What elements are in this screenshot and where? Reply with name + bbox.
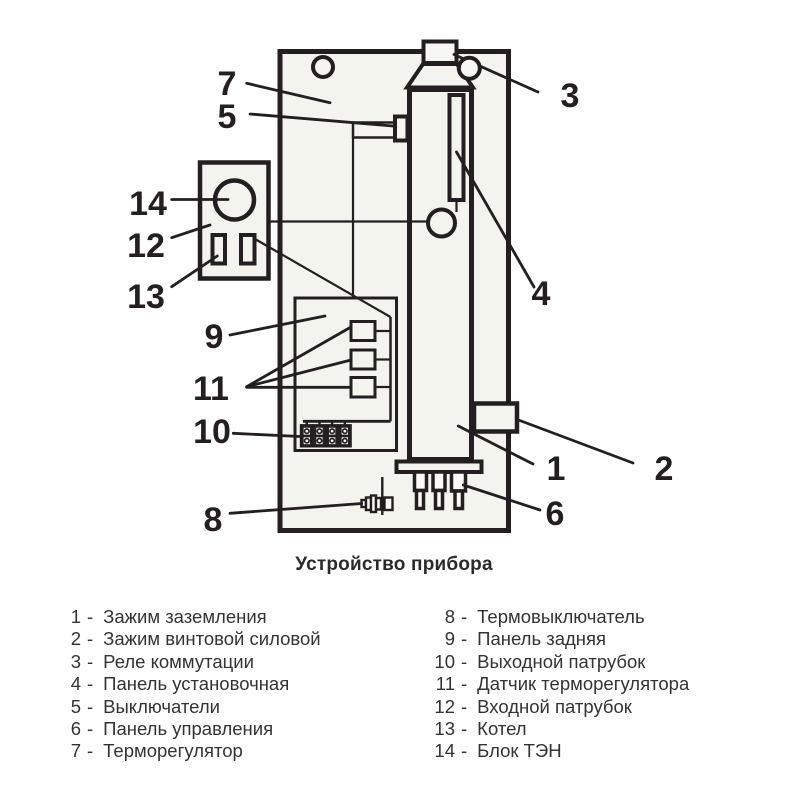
legend-column-right: 8-Термовыключатель 9-Панель задняя 10-Вы… — [410, 606, 689, 763]
callout-number-3: 3 — [561, 77, 580, 115]
switch-knob — [393, 114, 410, 143]
switch-slot-right — [239, 233, 257, 266]
device-diagram: 7 5 3 4 14 12 13 9 11 10 8 1 2 6 — [127, 39, 674, 539]
legend-item-6: 6-Панель управления — [36, 718, 321, 740]
legend-number: 7 — [70, 740, 81, 762]
legend-separator: - — [461, 673, 468, 695]
legend-item-13: 13-Котел — [410, 718, 689, 740]
legend-item-9: 9-Панель задняя — [410, 628, 689, 650]
clamp-block — [471, 401, 520, 434]
callout-number-9: 9 — [205, 318, 224, 356]
legend-part-name: Зажим винтовой силовой — [103, 628, 321, 650]
callout-line-1 — [456, 424, 535, 466]
legend-number: 3 — [70, 650, 81, 672]
callout-line-10 — [231, 431, 302, 438]
legend-separator: - — [87, 695, 94, 717]
control-wire-diagonal — [254, 238, 392, 318]
legend-item-8: 8-Термовыключатель — [410, 606, 689, 628]
terminal-block — [299, 421, 352, 448]
legend-separator: - — [461, 718, 468, 740]
legend-item-11: 11-Датчик терморегулятора — [410, 673, 689, 695]
callout-line-2 — [517, 418, 635, 465]
legend-number: 11 — [435, 673, 455, 695]
legend-separator: - — [87, 673, 94, 695]
legend-number: 4 — [70, 673, 81, 695]
outlet-cap — [421, 39, 459, 65]
callout-number-13: 13 — [127, 278, 165, 316]
legend-number: 13 — [434, 718, 455, 740]
legend-item-14: 14-Блок ТЭН — [410, 740, 689, 762]
callout-number-11: 11 — [193, 370, 229, 408]
callout-number-10: 10 — [193, 413, 231, 451]
legend-number: 10 — [434, 650, 455, 672]
legend-item-4: 4-Панель установочная — [36, 673, 321, 695]
thermal-switch-bolt — [360, 477, 394, 515]
callout-line-8 — [228, 502, 364, 515]
relay-circle — [456, 55, 482, 81]
legend-number: 14 — [434, 740, 455, 762]
mounting-hole — [311, 55, 335, 79]
legend-part-name: Панель задняя — [477, 628, 607, 650]
legend-separator: - — [461, 628, 468, 650]
legend-item-5: 5-Выключатели — [36, 696, 321, 718]
legend-number: 8 — [444, 606, 455, 627]
legend-part-name: Панель установочная — [103, 673, 290, 695]
legend-part-name: Терморегулятор — [103, 740, 243, 762]
legend-separator: - — [461, 695, 468, 717]
callout-line-11b — [245, 358, 353, 389]
legend-number: 1 — [70, 606, 81, 627]
legend-part-name: Реле коммутации — [103, 650, 254, 672]
callout-line-13 — [170, 254, 219, 289]
legend-item-1: 1-Зажим заземления — [36, 606, 321, 628]
switch-slot-left — [210, 233, 227, 266]
legend-separator: - — [87, 606, 94, 627]
callout-line-9 — [228, 314, 327, 337]
callout-line-4 — [455, 150, 536, 289]
legend-separator: - — [461, 650, 468, 672]
legend-separator: - — [87, 718, 94, 740]
callout-number-7: 7 — [218, 65, 237, 103]
legend-item-7: 7-Терморегулятор — [36, 740, 321, 762]
legend-part-name: Котел — [477, 718, 527, 740]
legend-part-name: Выходной патрубок — [477, 650, 646, 672]
legend-number: 12 — [434, 695, 455, 717]
diagram-title: Устройство прибора — [295, 554, 493, 575]
callout-number-8: 8 — [204, 501, 223, 539]
legend-separator: - — [87, 650, 94, 672]
legend-part-name: Термовыключатель — [477, 606, 645, 627]
legend-separator: - — [87, 628, 94, 650]
legend-item-12: 12-Входной патрубок — [410, 696, 689, 718]
heater-pins — [412, 470, 468, 511]
callout-line-11a — [245, 325, 353, 389]
legend-separator: - — [87, 740, 94, 762]
legend-part-name: Зажим заземления — [103, 606, 267, 627]
legend-number: 6 — [70, 718, 81, 740]
callout-number-5: 5 — [218, 98, 237, 136]
legend-part-name: Датчик терморегулятора — [477, 673, 690, 695]
legend-part-name: Панель управления — [103, 718, 274, 740]
legend-separator: - — [461, 740, 468, 762]
legend-number: 9 — [444, 628, 455, 650]
legend-item-2: 2-Зажим винтовой силовой — [36, 628, 321, 650]
callout-number-12: 12 — [127, 227, 165, 265]
callout-line-12 — [170, 223, 212, 240]
callout-line-7 — [245, 81, 332, 105]
inlet-circle — [426, 207, 457, 239]
legend-separator: - — [461, 606, 468, 627]
callout-line-6 — [461, 483, 542, 512]
callout-line-5 — [248, 112, 395, 128]
legend-number: 2 — [70, 628, 81, 650]
legend-item-10: 10-Выходной патрубок — [410, 651, 689, 673]
callout-number-2: 2 — [655, 450, 674, 488]
callout-number-4: 4 — [532, 275, 551, 313]
legend-part-name: Выключатели — [103, 695, 220, 717]
callout-number-1: 1 — [547, 450, 566, 488]
callout-number-14: 14 — [129, 185, 167, 223]
legend-item-3: 3-Реле коммутации — [36, 651, 321, 673]
legend-column-left: 1-Зажим заземления 2-Зажим винтовой сило… — [36, 606, 321, 763]
legend-part-name: Входной патрубок — [477, 695, 632, 717]
callout-number-6: 6 — [546, 495, 565, 533]
legend-number: 5 — [70, 695, 81, 717]
legend-part-name: Блок ТЭН — [477, 740, 562, 762]
